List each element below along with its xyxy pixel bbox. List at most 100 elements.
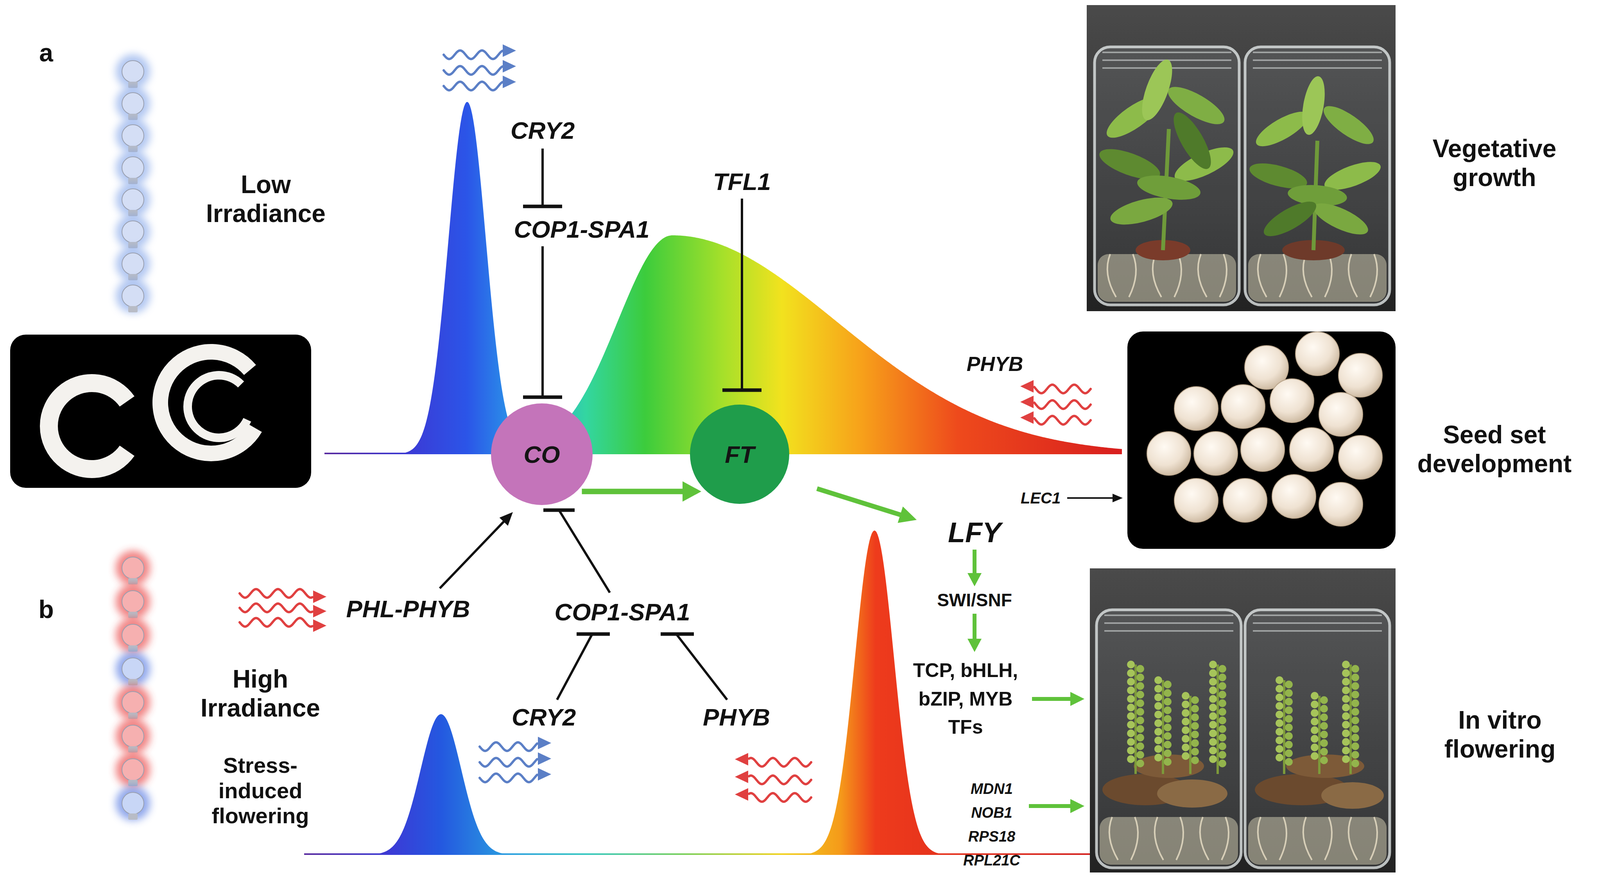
light-wave xyxy=(1034,400,1091,409)
floret xyxy=(1310,717,1319,726)
culture-medium xyxy=(1248,254,1387,302)
floret xyxy=(1126,729,1135,738)
inhibition-bar xyxy=(660,632,694,637)
gene-label: PHL-PHYB xyxy=(346,594,471,623)
gene-label: TFL1 xyxy=(713,167,771,196)
floret xyxy=(1136,725,1145,733)
bulb-base xyxy=(128,306,138,313)
arrowhead xyxy=(1020,395,1034,409)
root xyxy=(1348,254,1358,298)
leaf xyxy=(1162,80,1230,131)
dried-leaves xyxy=(1157,779,1228,808)
seed xyxy=(1295,331,1340,376)
light-wave xyxy=(443,66,503,75)
floret xyxy=(1209,738,1217,746)
dried-leaves xyxy=(1133,754,1205,778)
floret xyxy=(1218,733,1227,742)
inhibition-bar xyxy=(722,388,762,393)
floret xyxy=(1126,669,1135,678)
floret xyxy=(1351,742,1360,751)
floret xyxy=(1275,736,1284,745)
floret xyxy=(1275,745,1284,753)
floret xyxy=(1154,736,1163,745)
leaf xyxy=(1135,55,1179,124)
floret xyxy=(1275,710,1284,719)
root xyxy=(1128,254,1136,298)
jar-thread xyxy=(1252,614,1382,617)
arrowhead xyxy=(502,44,517,58)
root xyxy=(1107,254,1117,298)
inhibition-line xyxy=(740,198,744,391)
floret xyxy=(1136,742,1145,751)
floret xyxy=(1341,677,1350,686)
inhibition-bar xyxy=(576,632,610,637)
floret xyxy=(1181,691,1190,700)
bulb-base xyxy=(128,712,138,719)
floret xyxy=(1126,755,1135,764)
leaf xyxy=(1318,99,1379,151)
arrowhead xyxy=(537,752,552,766)
floret xyxy=(1320,756,1328,765)
gene-label: PHYB xyxy=(966,352,1024,377)
light-bulb xyxy=(121,557,144,579)
seed xyxy=(1270,378,1314,423)
floret xyxy=(1218,707,1227,716)
light-wave xyxy=(239,589,313,598)
floret xyxy=(1284,749,1293,758)
floret xyxy=(1209,703,1217,712)
floret xyxy=(1126,695,1135,703)
floret xyxy=(1284,723,1293,732)
gene-list: MDN1 NOB1 RPS18 RPL21C xyxy=(963,777,1021,873)
root xyxy=(1303,817,1312,861)
floret xyxy=(1181,717,1190,726)
condition-label: Low Irradiance xyxy=(206,170,326,228)
floret xyxy=(1310,709,1319,717)
floret xyxy=(1284,740,1293,749)
floret xyxy=(1341,720,1350,729)
floret xyxy=(1310,734,1319,743)
root xyxy=(1324,817,1332,861)
bulb-glow xyxy=(115,550,151,586)
floret xyxy=(1341,669,1350,678)
rhizome-piece xyxy=(187,375,248,438)
root xyxy=(1109,817,1119,861)
floret xyxy=(1163,749,1172,758)
floret xyxy=(1341,738,1350,746)
floret xyxy=(1163,723,1172,732)
floret xyxy=(1310,743,1319,752)
floret xyxy=(1351,664,1360,673)
glass-jar xyxy=(1245,609,1390,868)
floret xyxy=(1126,712,1135,721)
arrowhead xyxy=(967,573,982,587)
floret xyxy=(1191,696,1199,705)
floret xyxy=(1351,733,1360,742)
floret xyxy=(1351,725,1360,733)
floret xyxy=(1341,686,1350,695)
floret xyxy=(1209,695,1217,703)
gene-label: LFY xyxy=(947,516,1002,549)
floret xyxy=(1209,746,1217,755)
bulb-glow xyxy=(115,685,151,720)
bulb-base xyxy=(128,746,138,753)
light-bulb xyxy=(121,284,144,307)
floret xyxy=(1163,714,1172,723)
floret xyxy=(1218,742,1227,751)
jar-thread xyxy=(1252,67,1382,69)
culture-medium xyxy=(1099,817,1239,865)
bulb-glow xyxy=(115,246,151,282)
arrow-shaft xyxy=(972,613,977,640)
arrowhead xyxy=(734,788,749,801)
bulb-base xyxy=(128,779,138,787)
photo-panel xyxy=(1127,331,1396,549)
jar-thread xyxy=(1104,614,1234,617)
floret xyxy=(1181,700,1190,709)
floret xyxy=(1284,697,1293,706)
floret xyxy=(1181,752,1190,760)
light-wave xyxy=(443,81,503,91)
floret xyxy=(1163,680,1172,689)
floret xyxy=(1136,750,1145,759)
seed xyxy=(1221,384,1265,429)
inhibition-bar xyxy=(523,395,563,400)
floret xyxy=(1126,738,1135,746)
